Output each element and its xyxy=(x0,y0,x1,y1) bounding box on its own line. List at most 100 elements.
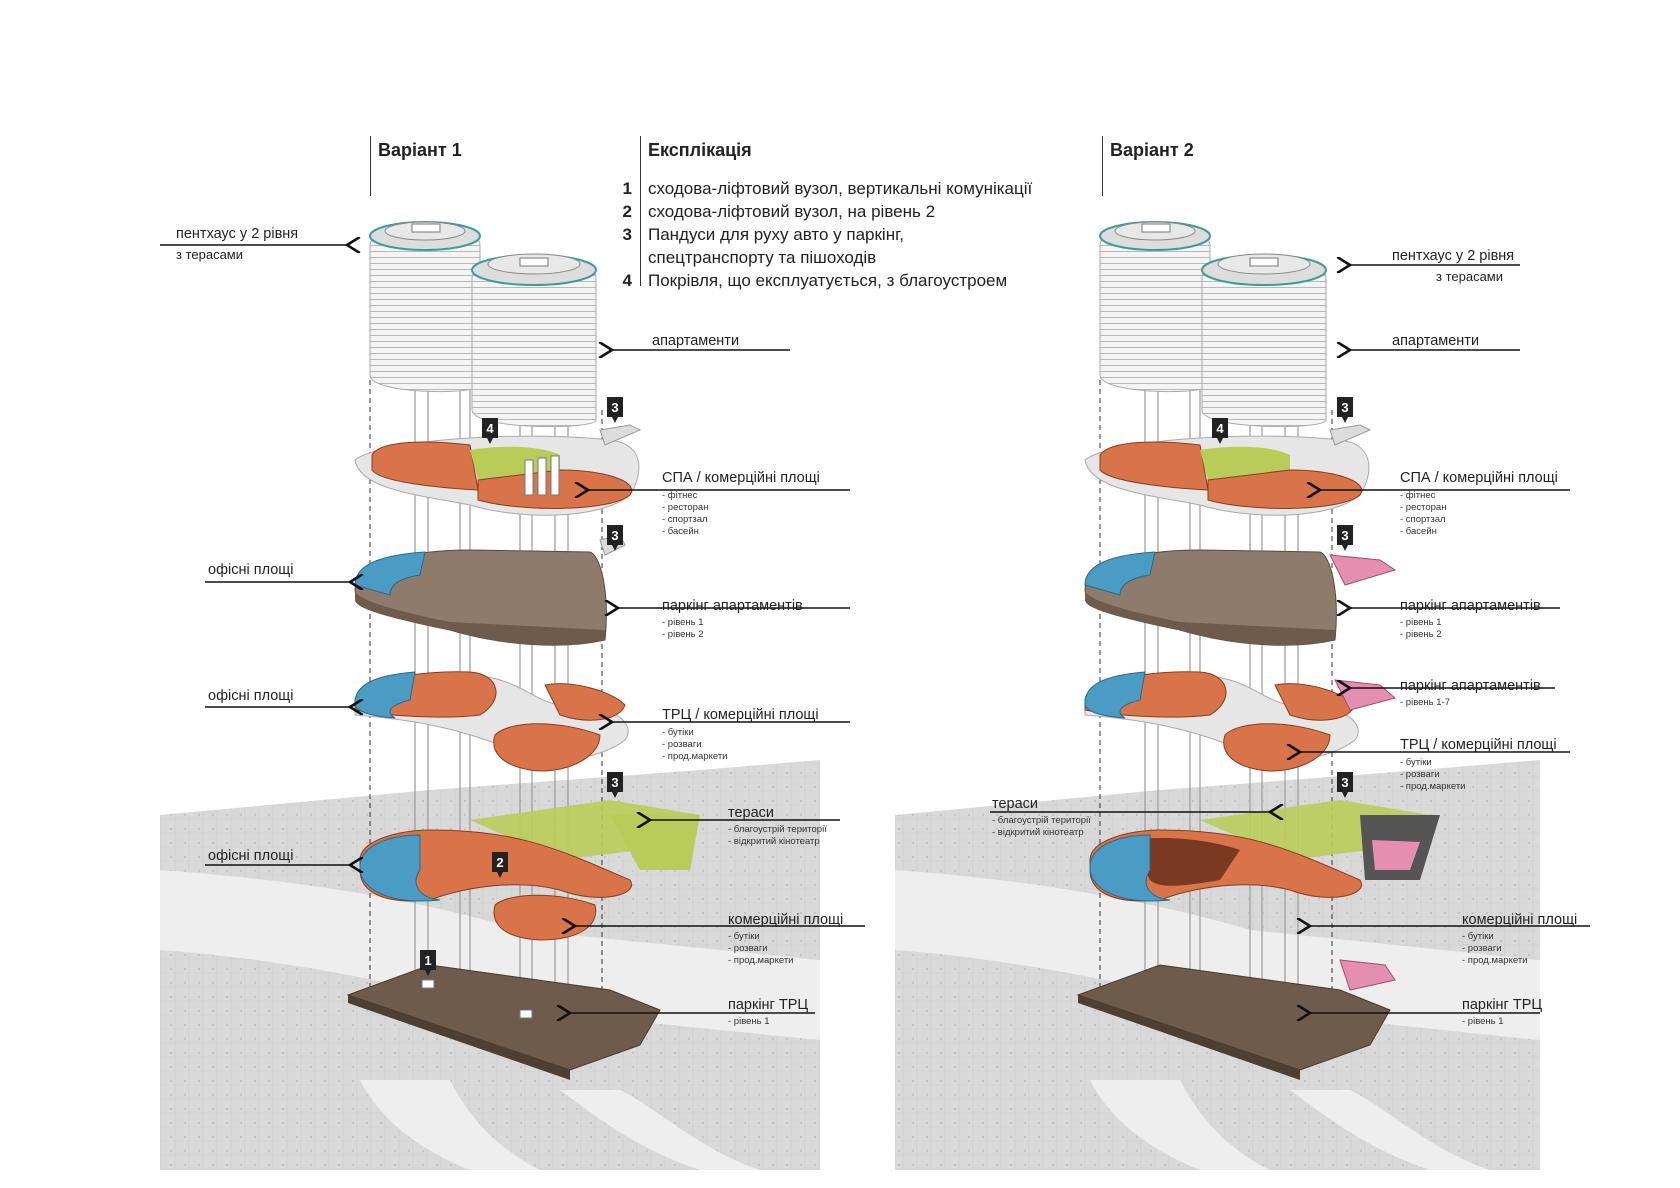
v2-trc-item: - прод.маркети xyxy=(1400,781,1466,792)
v1-terraces-items: - благоустрій території - відкритий кіно… xyxy=(728,824,827,848)
v2-label-penthouse: пентхаус у 2 рівня xyxy=(1392,248,1515,264)
divider-v1 xyxy=(370,136,371,196)
level-spa-1 xyxy=(354,424,642,516)
v2-parking-apts-items: - рівень 1 - рівень 2 xyxy=(1400,617,1442,641)
v1-label-spa: СПА / комерційні площі xyxy=(662,470,820,486)
v1-commercial-item: - бутіки xyxy=(728,931,760,942)
marker-3-v2-ground: 3 xyxy=(1337,772,1353,798)
legend-text-3b: спецтранспорту та пішоходів xyxy=(648,248,877,267)
marker-3-v2-top: 3 xyxy=(1337,397,1353,423)
v1-spa-item: - ресторан xyxy=(662,502,709,513)
level-parking-apts-2 xyxy=(1084,549,1397,646)
v2-terraces-item: - відкритий кінотеатр xyxy=(992,827,1084,838)
v2-trc-item: - розваги xyxy=(1400,769,1440,780)
leader-arrows-2 xyxy=(990,265,1590,1013)
level-spa-2 xyxy=(1084,424,1372,516)
legend-title: Експлікація xyxy=(648,140,752,160)
marker-label: 1 xyxy=(424,953,431,968)
v1-label-parking-apts: паркінг апартаментів xyxy=(662,598,803,614)
v1-commercial-item: - прод.маркети xyxy=(728,955,794,966)
v1-label-penthouse-sub: з терасами xyxy=(176,247,243,262)
marker-label: 3 xyxy=(1341,400,1348,415)
v1-spa-item: - спортзал xyxy=(662,514,708,525)
v1-trc-item: - розваги xyxy=(662,739,702,750)
legend-num-4: 4 xyxy=(622,271,632,290)
v2-parking-trc-items: - рівень 1 xyxy=(1462,1016,1504,1028)
legend-text-2: сходова-ліфтовий вузол, на рівень 2 xyxy=(648,202,936,221)
v2-commercial-item: - розваги xyxy=(1462,943,1502,954)
v2-parking-apts2-items: - рівень 1-7 xyxy=(1400,697,1450,709)
v2-label-parking-apts: паркінг апартаментів xyxy=(1400,598,1541,614)
level-trc-2 xyxy=(1084,671,1397,772)
marker-label: 4 xyxy=(1216,421,1224,436)
v1-trc-item: - бутіки xyxy=(662,727,694,738)
level-parking-apts-1 xyxy=(354,534,626,646)
marker-2-v1: 2 xyxy=(492,852,508,878)
v1-parking-apts-item: - рівень 1 xyxy=(662,617,704,628)
v2-label-apartments: апартаменти xyxy=(1392,333,1480,349)
v1-parking-apts-items: - рівень 1 - рівень 2 xyxy=(662,617,704,641)
v2-terraces-item: - благоустрій території xyxy=(992,815,1091,826)
tower-a-2 xyxy=(1099,221,1211,393)
v2-label-parking-apts-2: паркінг апартаментів xyxy=(1400,678,1541,694)
marker-3-v1-top: 3 xyxy=(607,397,623,423)
v1-terraces-item: - благоустрій території xyxy=(728,824,827,835)
v1-label-office-2: офісні площі xyxy=(208,688,294,704)
v2-label-spa: СПА / комерційні площі xyxy=(1400,470,1558,486)
marker-tags: 3 4 3 3 2 1 3 4 3 3 xyxy=(420,397,1353,976)
v2-parking-apts2-item: - рівень 1-7 xyxy=(1400,697,1450,708)
legend-text-1: сходова-ліфтовий вузол, вертикальні кому… xyxy=(648,179,1033,198)
level-ground-2 xyxy=(1089,800,1440,902)
v2-spa-item: - басейн xyxy=(1400,526,1437,537)
variant1-title: Варіант 1 xyxy=(378,140,462,160)
marker-3-v2-mid: 3 xyxy=(1337,525,1353,551)
marker-4-v2: 4 xyxy=(1212,418,1228,444)
v2-terraces-items: - благоустрій території - відкритий кіно… xyxy=(992,815,1091,839)
marker-label: 3 xyxy=(1341,775,1348,790)
v2-parking-apts-item: - рівень 1 xyxy=(1400,617,1442,628)
variant1-diagram xyxy=(160,221,865,1170)
v2-trc-item: - бутіки xyxy=(1400,757,1432,768)
v2-parking-trc-item: - рівень 1 xyxy=(1462,1016,1504,1027)
v1-spa-items: - фітнес - ресторан - спортзал - басейн xyxy=(662,490,708,538)
v2-label-trc: ТРЦ / комерційні площі xyxy=(1400,737,1557,753)
v2-commercial-item: - бутіки xyxy=(1462,931,1494,942)
v2-label-terraces: тераси xyxy=(992,796,1039,812)
v1-spa-item: - фітнес xyxy=(662,490,698,501)
v1-label-terraces: тераси xyxy=(728,805,775,821)
marker-label: 3 xyxy=(611,400,618,415)
v2-parking-apts-item: - рівень 2 xyxy=(1400,629,1442,640)
leader-arrows-1 xyxy=(160,245,865,1013)
marker-3-v1-mid: 3 xyxy=(607,525,623,551)
v2-spa-item: - ресторан xyxy=(1400,502,1447,513)
v2-label-penthouse-sub: з терасами xyxy=(1436,269,1503,284)
v2-commercial-items: - бутіки - розваги - прод.маркети xyxy=(1462,931,1527,967)
variant2-title: Варіант 2 xyxy=(1110,140,1194,160)
v1-parking-apts-item: - рівень 2 xyxy=(662,629,704,640)
v2-trc-items: - бутіки - розваги - прод.маркети xyxy=(1400,757,1465,793)
marker-label: 3 xyxy=(611,528,618,543)
tower-b-2 xyxy=(1201,253,1327,428)
v2-commercial-item: - прод.маркети xyxy=(1462,955,1528,966)
marker-1-v1: 1 xyxy=(420,950,436,976)
v1-trc-items: - бутіки - розваги - прод.маркети xyxy=(662,727,727,763)
legend-text-4: Покрівля, що експлуатується, з благоустр… xyxy=(648,271,1008,290)
v1-parking-trc-item: - рівень 1 xyxy=(728,1016,770,1027)
legend-num-2: 2 xyxy=(622,202,632,221)
v1-label-trc: ТРЦ / комерційні площі xyxy=(662,707,819,723)
v2-label-commercial: комерційні площі xyxy=(1462,912,1578,928)
v2-spa-item: - фітнес xyxy=(1400,490,1436,501)
tower-b-1 xyxy=(471,253,597,428)
v1-spa-item: - басейн xyxy=(662,526,699,537)
v1-commercial-items: - бутіки - розваги - прод.маркети xyxy=(728,931,793,967)
v1-terraces-item: - відкритий кінотеатр xyxy=(728,836,820,847)
marker-label: 4 xyxy=(486,421,494,436)
divider-v2 xyxy=(1102,136,1103,196)
v1-label-penthouse: пентхаус у 2 рівня xyxy=(176,226,299,242)
legend-num-1: 1 xyxy=(622,179,632,198)
v1-parking-trc-items: - рівень 1 xyxy=(728,1016,770,1028)
v1-label-commercial: комерційні площі xyxy=(728,912,844,928)
marker-label: 2 xyxy=(496,855,503,870)
level-parking-trc-2 xyxy=(1076,959,1396,1080)
